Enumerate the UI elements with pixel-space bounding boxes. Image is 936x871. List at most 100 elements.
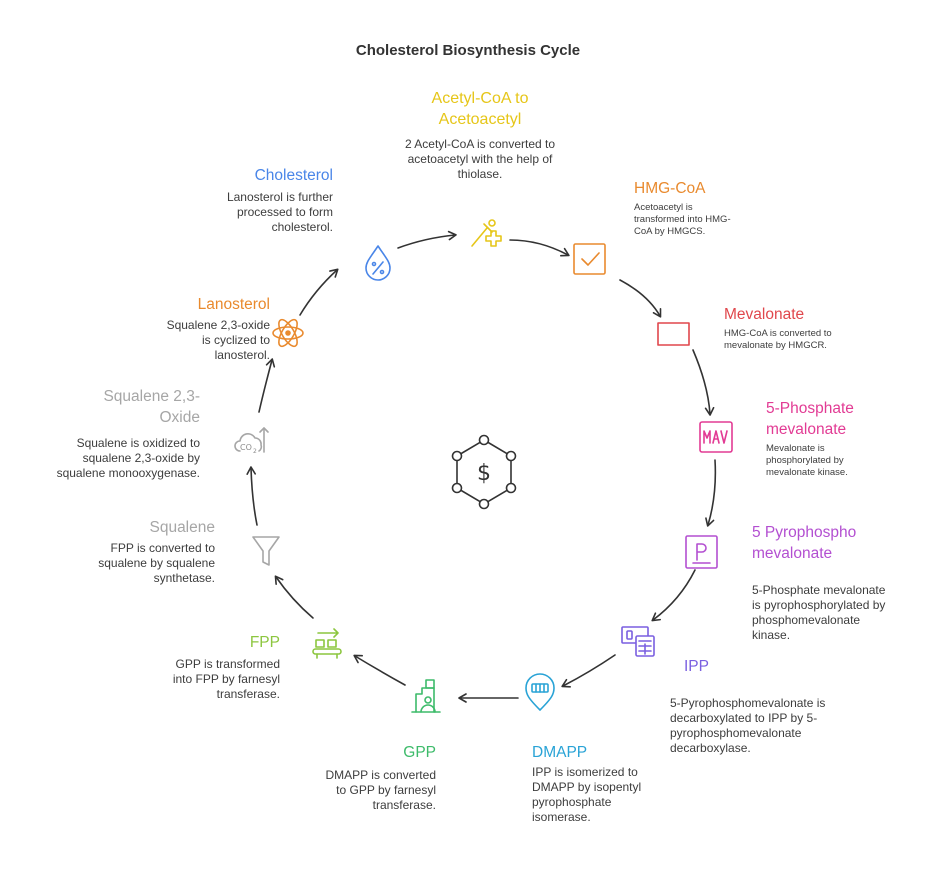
stage-title-lanosterol: Lanosterol xyxy=(197,296,270,313)
arrow-lanosterol-to-cholesterol xyxy=(299,268,339,316)
stage-title-squalene-oxide: Squalene 2,3- Oxide xyxy=(70,386,200,428)
desc-line: pyrophosphate xyxy=(532,795,612,809)
checkbox-icon xyxy=(573,243,606,275)
rectangle-icon xyxy=(657,322,690,346)
desc-line: IPP is isomerized to xyxy=(532,765,638,779)
title-line: mevalonate xyxy=(766,421,847,438)
stage-desc-squalene-oxide: Squalene is oxidized to squalene 2,3-oxi… xyxy=(40,436,200,481)
arrow-pp5mev-to-ipp xyxy=(651,569,696,622)
arrow-squalene-to-oxide xyxy=(246,466,258,526)
atom-icon xyxy=(272,318,304,348)
desc-line: mevalonate kinase. xyxy=(766,467,848,478)
desc-line: Squalene 2,3-oxide xyxy=(166,318,270,332)
co2-cloud-icon xyxy=(234,427,269,453)
title-line: Acetoacetyl xyxy=(438,111,522,128)
desc-line: kinase. xyxy=(752,628,791,642)
title-line: 5-Phosphate xyxy=(766,400,854,417)
stage-desc-fpp: GPP is transformed into FPP by farnesyl … xyxy=(140,657,280,702)
desc-line: decarboxylated to IPP by 5- xyxy=(670,711,818,725)
desc-line: phosphomevalonate xyxy=(752,613,861,627)
desc-line: Acetoacetyl is xyxy=(634,202,693,213)
stage-desc-squalene: FPP is converted to squalene by squalene… xyxy=(75,541,215,586)
desc-line: CoA by HMGCS. xyxy=(634,226,706,237)
stage-title-p5mev: 5-Phosphate mevalonate xyxy=(766,398,926,440)
stage-desc-dmapp: IPP is isomerized to DMAPP by isopentyl … xyxy=(532,765,682,825)
desc-line: Squalene is oxidized to xyxy=(76,436,200,450)
desc-line: into FPP by farnesyl xyxy=(172,672,280,686)
stage-desc-hmg: Acetoacetyl is transformed into HMG- CoA… xyxy=(634,202,774,238)
desc-line: synthetase. xyxy=(153,571,215,585)
desc-line: transformed into HMG- xyxy=(634,214,731,225)
desc-line: transferase. xyxy=(372,798,436,812)
desc-line: squalene by squalene xyxy=(98,556,215,570)
desc-line: mevalonate by HMGCR. xyxy=(724,340,827,351)
desc-line: 5-Pyrophosphomevalonate is xyxy=(670,696,826,710)
desc-line: to GPP by farnesyl xyxy=(336,783,436,797)
desc-line: is pyrophosphorylated by xyxy=(752,598,886,612)
title-line: Oxide xyxy=(159,409,201,426)
co2-label: CO xyxy=(240,443,252,452)
money-calculator-icon xyxy=(621,626,655,657)
arrow-p5mev-to-pp5mev xyxy=(705,459,717,527)
arrow-cholesterol-to-acetyl xyxy=(397,230,457,249)
desc-line: cholesterol. xyxy=(271,220,333,234)
stage-title-mevalonate: Mevalonate xyxy=(724,306,805,323)
stage-title-ipp: IPP xyxy=(684,658,709,675)
stage-title-pp5mev: 5 Pyrophospho mevalonate xyxy=(752,522,922,564)
stage-title-acetyl: Acetyl-CoA to Acetoacetyl xyxy=(380,88,580,130)
desc-line: phosphorylated by xyxy=(766,455,844,466)
stage-title-hmg: HMG-CoA xyxy=(634,180,706,197)
arrow-oxide-to-lanosterol xyxy=(258,358,276,413)
conveyor-icon xyxy=(312,628,342,659)
mav-icon xyxy=(699,421,733,453)
desc-line: transferase. xyxy=(216,687,280,701)
desc-line: pyrophosphomevalonate xyxy=(670,726,802,740)
co2-subscript: 2 xyxy=(253,448,257,455)
arrow-ipp-to-dmapp xyxy=(561,654,616,688)
desc-line: thiolase. xyxy=(457,167,503,181)
title-line: 5 Pyrophospho xyxy=(752,524,857,541)
stage-desc-gpp: DMAPP is converted to GPP by farnesyl tr… xyxy=(296,768,437,813)
desc-line: 5-Phosphate mevalonate xyxy=(752,583,886,597)
desc-line: DMAPP by isopentyl xyxy=(532,780,642,794)
desc-line: squalene 2,3-oxide by xyxy=(82,451,200,465)
desc-line: FPP is converted to xyxy=(110,541,216,555)
percent-drop-icon xyxy=(365,245,391,281)
desc-line: Mevalonate is xyxy=(766,443,825,454)
worker-factory-icon xyxy=(411,679,441,713)
desc-line: processed to form xyxy=(236,205,333,219)
desc-line: 2 Acetyl-CoA is converted to xyxy=(404,137,556,151)
desc-line: DMAPP is converted xyxy=(325,768,437,782)
desc-line: GPP is transformed xyxy=(175,657,280,671)
stage-desc-ipp: 5-Pyrophosphomevalonate is decarboxylate… xyxy=(670,696,860,756)
desc-line: squalene monooxygenase. xyxy=(56,466,200,480)
arrow-gpp-to-fpp xyxy=(353,654,406,686)
funnel-icon xyxy=(252,536,280,566)
pipette-plus-icon xyxy=(471,219,502,247)
stage-title-fpp: FPP xyxy=(249,634,280,651)
stage-desc-lanosterol: Squalene 2,3-oxide is cyclized to lanost… xyxy=(130,318,270,363)
stage-desc-cholesterol: Lanosterol is further processed to form … xyxy=(183,190,333,235)
stage-desc-mevalonate: HMG-CoA is converted to mevalonate by HM… xyxy=(724,328,894,352)
stage-title-squalene: Squalene xyxy=(149,519,215,536)
stage-desc-pp5mev: 5-Phosphate mevalonate is pyrophosphoryl… xyxy=(752,583,922,643)
desc-line: Lanosterol is further xyxy=(226,190,333,204)
title-line: Squalene 2,3- xyxy=(103,388,200,405)
title-line: Acetyl-CoA to xyxy=(431,90,529,107)
arrow-acetyl-to-hmg xyxy=(509,239,570,257)
arrow-fpp-to-squalene xyxy=(274,575,314,619)
desc-line: HMG-CoA is converted to xyxy=(724,328,832,339)
location-pin-icon xyxy=(525,673,555,711)
stage-desc-acetyl: 2 Acetyl-CoA is converted to acetoacetyl… xyxy=(370,137,590,182)
desc-line: lanosterol. xyxy=(214,348,270,362)
desc-line: acetoacetyl with the help of xyxy=(407,152,553,166)
diagram-title: Cholesterol Biosynthesis Cycle xyxy=(355,42,581,59)
stage-title-dmapp: DMAPP xyxy=(532,744,588,761)
arrow-mevalonate-to-p5mev xyxy=(692,349,715,416)
desc-line: is cyclized to xyxy=(201,333,270,347)
center-dollar-glyph: $ xyxy=(477,461,491,486)
title-line: mevalonate xyxy=(752,545,833,562)
